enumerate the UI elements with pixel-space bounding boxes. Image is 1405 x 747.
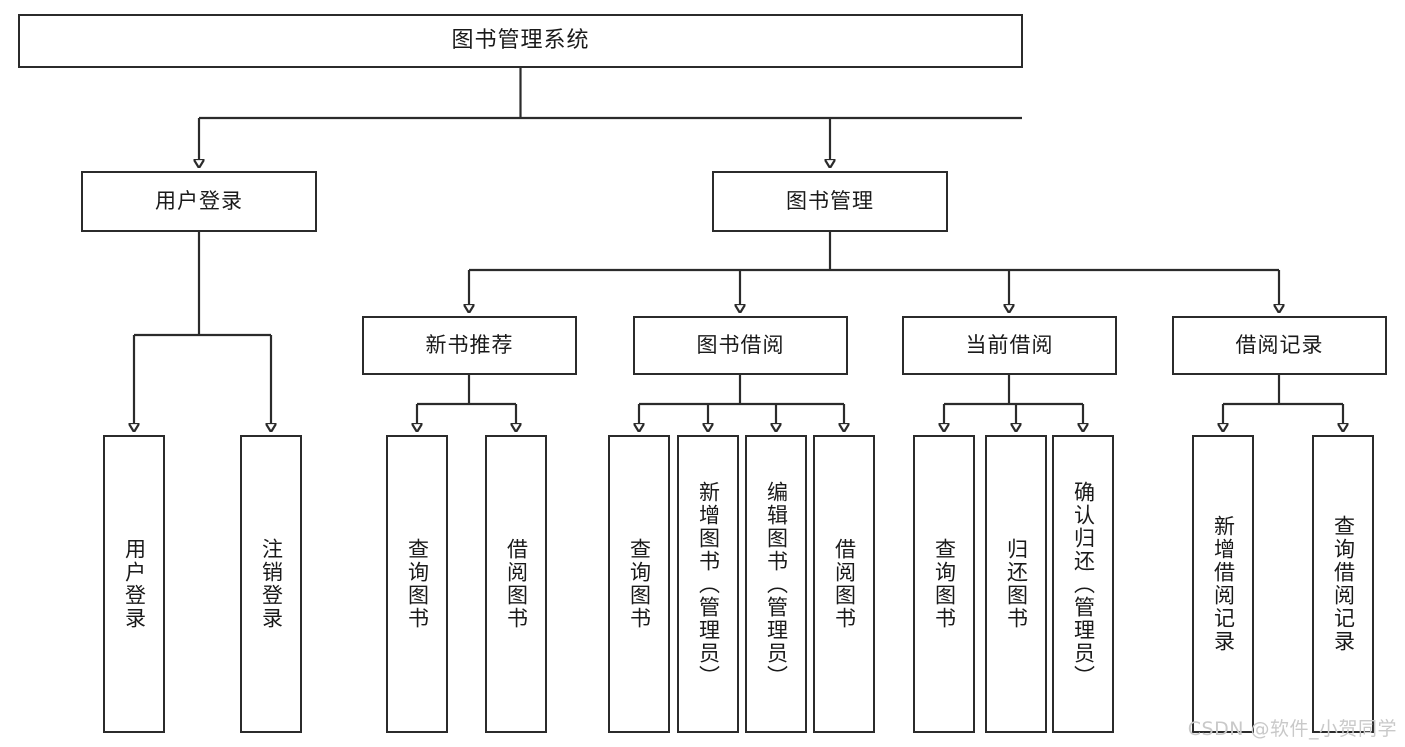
node-borrow-record-label: 借阅记录 (1235, 332, 1324, 357)
leaf-edit-book-admin-label: 编辑图书（管理员） (764, 480, 789, 688)
node-user-login[interactable]: 用户登录 (81, 171, 317, 232)
leaf-confirm-return-admin[interactable]: 确认归还（管理员） (1052, 435, 1114, 733)
leaf-query-book-borrow-label: 查询图书 (627, 538, 652, 630)
node-book-borrow-label: 图书借阅 (696, 332, 785, 357)
node-root-label: 图书管理系统 (451, 27, 590, 53)
leaf-query-borrow-record-label: 查询借阅记录 (1331, 515, 1356, 653)
leaf-add-book-admin-label: 新增图书（管理员） (696, 480, 721, 688)
leaf-edit-book-admin[interactable]: 编辑图书（管理员） (745, 435, 807, 733)
leaf-borrow-book-label: 借阅图书 (832, 538, 857, 630)
leaf-borrow-book[interactable]: 借阅图书 (813, 435, 875, 733)
node-book-borrow[interactable]: 图书借阅 (633, 316, 848, 375)
leaf-add-borrow-record-label: 新增借阅记录 (1211, 515, 1236, 653)
node-user-login-label: 用户登录 (155, 188, 243, 213)
node-new-book-recommend[interactable]: 新书推荐 (362, 316, 577, 375)
leaf-borrow-book-recommend[interactable]: 借阅图书 (485, 435, 547, 733)
node-current-borrow-label: 当前借阅 (965, 332, 1054, 357)
leaf-logout[interactable]: 注销登录 (240, 435, 302, 733)
node-new-book-recommend-label: 新书推荐 (425, 332, 514, 357)
leaf-add-book-admin[interactable]: 新增图书（管理员） (677, 435, 739, 733)
leaf-query-book-current-label: 查询图书 (932, 538, 957, 630)
node-root[interactable]: 图书管理系统 (18, 14, 1023, 68)
leaf-query-book-current[interactable]: 查询图书 (913, 435, 975, 733)
node-current-borrow[interactable]: 当前借阅 (902, 316, 1117, 375)
leaf-confirm-return-admin-label: 确认归还（管理员） (1071, 480, 1096, 688)
leaf-logout-label: 注销登录 (259, 538, 284, 630)
node-borrow-record[interactable]: 借阅记录 (1172, 316, 1387, 375)
leaf-return-book-label: 归还图书 (1004, 538, 1029, 630)
leaf-query-book-recommend-label: 查询图书 (405, 538, 430, 630)
leaf-query-book-recommend[interactable]: 查询图书 (386, 435, 448, 733)
node-book-management[interactable]: 图书管理 (712, 171, 948, 232)
leaf-add-borrow-record[interactable]: 新增借阅记录 (1192, 435, 1254, 733)
leaf-borrow-book-recommend-label: 借阅图书 (504, 538, 529, 630)
leaf-user-login[interactable]: 用户登录 (103, 435, 165, 733)
leaf-query-borrow-record[interactable]: 查询借阅记录 (1312, 435, 1374, 733)
leaf-query-book-borrow[interactable]: 查询图书 (608, 435, 670, 733)
node-book-management-label: 图书管理 (786, 188, 874, 213)
watermark: CSDN @软件_小贺同学 (1187, 718, 1397, 740)
leaf-user-login-label: 用户登录 (122, 538, 147, 630)
leaf-return-book[interactable]: 归还图书 (985, 435, 1047, 733)
